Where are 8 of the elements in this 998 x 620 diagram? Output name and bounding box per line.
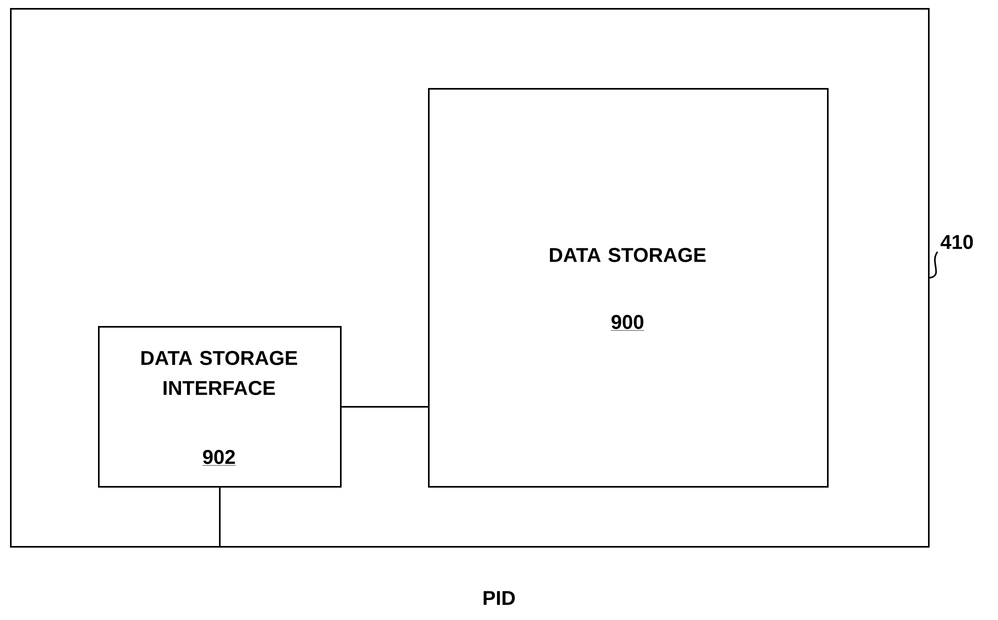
leader-line [929,251,938,279]
callout-number: 410 [940,234,973,250]
outer-box [10,8,930,548]
component-box: DATA STORAGE INTERFACE 902 [98,326,342,488]
connector-line [342,406,428,408]
component-box: DATA STORAGE 900 [428,88,829,488]
figure-label: PID [484,591,515,605]
connector-line [219,488,221,546]
